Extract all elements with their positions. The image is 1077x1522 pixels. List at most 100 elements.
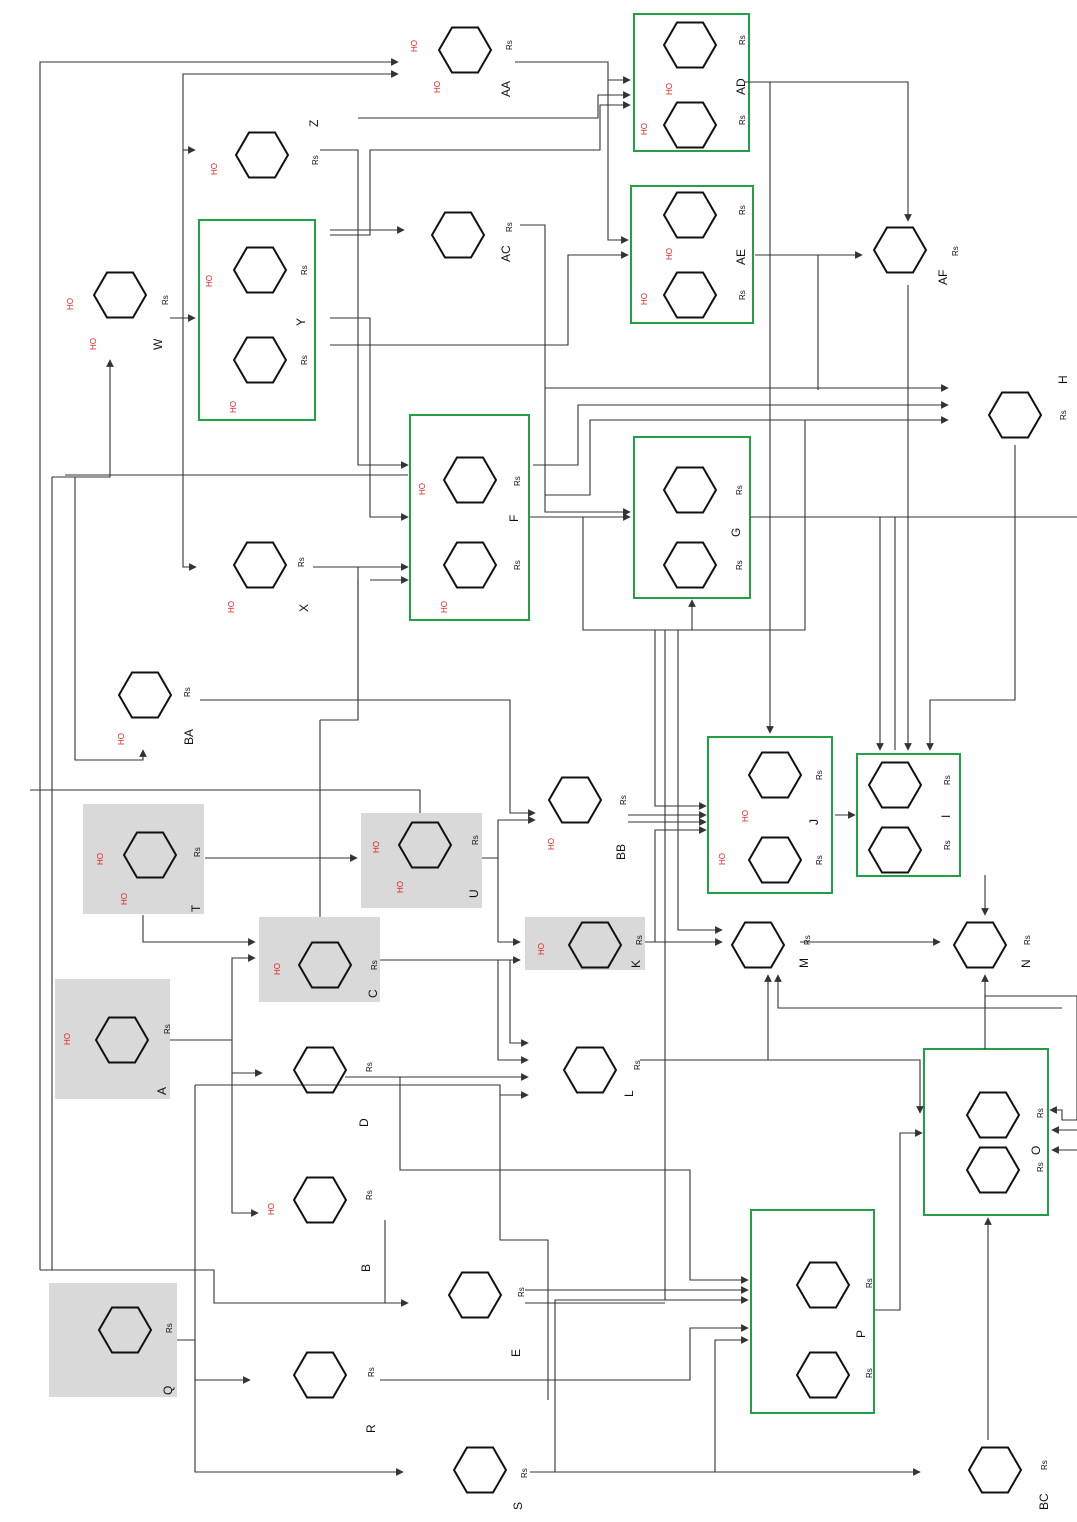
rs-label: Rs (635, 935, 644, 945)
rs-label: Rs (735, 560, 744, 570)
box-A (55, 979, 170, 1099)
rs-label: Rs (1023, 935, 1032, 945)
label-I: I (939, 815, 953, 818)
label-R: R (364, 1424, 378, 1433)
label-J: J (807, 819, 821, 825)
rs-label: Rs (865, 1278, 874, 1288)
rs-label: Rs (297, 557, 306, 567)
label-L: L (622, 1090, 636, 1097)
rs-label: Rs (513, 560, 522, 570)
rs-label: Rs (505, 222, 514, 232)
rs-label: Rs (161, 295, 170, 305)
ho-label: HO (120, 893, 129, 905)
ring-J-1 (749, 753, 801, 798)
label-H: H (1056, 375, 1070, 384)
ring-H (989, 393, 1041, 438)
ho-label: HO (66, 298, 75, 310)
ho-label: HO (547, 838, 556, 850)
ring-E (449, 1273, 501, 1318)
rs-label: Rs (1036, 1162, 1045, 1172)
ho-label: HO (89, 338, 98, 350)
ho-label: HO (63, 1033, 72, 1045)
ho-label: HO (537, 943, 546, 955)
ring-Z (236, 133, 288, 178)
label-Z: Z (307, 120, 321, 127)
ho-label: HO (96, 853, 105, 865)
ho-label: HO (227, 601, 236, 613)
rs-label: Rs (513, 476, 522, 486)
rs-label: Rs (517, 1287, 526, 1297)
ho-label: HO (229, 401, 238, 413)
rs-label: Rs (505, 40, 514, 50)
rs-label: Rs (165, 1323, 174, 1333)
rs-label: Rs (370, 960, 379, 970)
group-O (924, 1049, 1048, 1215)
rs-label: Rs (738, 290, 747, 300)
label-X: X (297, 604, 311, 612)
ring-O-1 (967, 1093, 1019, 1138)
rs-label: Rs (803, 935, 812, 945)
compound-labels: AA AD Z AC AE AF W Y H F G X BA T U BB J… (151, 78, 1070, 1510)
label-O: O (1029, 1146, 1043, 1155)
rs-label: Rs (1059, 410, 1068, 420)
ho-label: HO (273, 963, 282, 975)
ring-AA (439, 28, 491, 73)
ho-label: HO (372, 841, 381, 853)
ring-G-1 (664, 468, 716, 513)
rs-label: Rs (738, 115, 747, 125)
box-C (259, 917, 380, 1002)
label-W: W (151, 338, 165, 350)
ring-G-2 (664, 543, 716, 588)
ring-AC (432, 213, 484, 258)
rs-label: Rs (633, 1060, 642, 1070)
label-S: S (511, 1502, 525, 1510)
ring-BB (549, 778, 601, 823)
rs-label: Rs (943, 775, 952, 785)
rs-label: Rs (1036, 1108, 1045, 1118)
label-T: T (189, 904, 203, 912)
ring-P-1 (797, 1263, 849, 1308)
rs-label: Rs (815, 855, 824, 865)
ring-BA (119, 673, 171, 718)
ring-P-2 (797, 1353, 849, 1398)
ring-N (954, 923, 1006, 968)
label-P: P (854, 1330, 868, 1338)
connection-lines (30, 62, 1077, 1472)
label-N: N (1019, 959, 1033, 968)
group-boxes (199, 14, 1048, 1413)
ho-label: HO (267, 1203, 276, 1215)
group-P (751, 1210, 874, 1413)
ring-M (732, 923, 784, 968)
ho-label: HO (418, 483, 427, 495)
ho-label: HO (718, 853, 727, 865)
group-J (708, 737, 832, 893)
label-K: K (629, 960, 643, 968)
ho-label: HO (640, 293, 649, 305)
rs-label: Rs (738, 205, 747, 215)
ho-label: HO (396, 881, 405, 893)
label-AE: AE (734, 249, 748, 265)
ho-label: HO (665, 83, 674, 95)
ring-B (294, 1178, 346, 1223)
label-D: D (357, 1118, 371, 1127)
ho-label: HO (210, 163, 219, 175)
ho-label: HO (665, 248, 674, 260)
ring-R (294, 1353, 346, 1398)
rs-label: Rs (163, 1024, 172, 1034)
ring-D (294, 1048, 346, 1093)
ho-label: HO (440, 601, 449, 613)
rs-label: Rs (367, 1367, 376, 1377)
ring-AD-2 (664, 103, 716, 148)
ring-S (454, 1448, 506, 1493)
rs-label: Rs (183, 687, 192, 697)
rs-label: Rs (1040, 1460, 1049, 1470)
group-AD (634, 14, 749, 151)
label-Q: Q (161, 1386, 175, 1395)
ring-W (94, 273, 146, 318)
ring-I-1 (869, 763, 921, 808)
ring-J-2 (749, 838, 801, 883)
box-U (361, 813, 482, 908)
rs-label: Rs (300, 355, 309, 365)
ring-Y-2 (234, 338, 286, 383)
